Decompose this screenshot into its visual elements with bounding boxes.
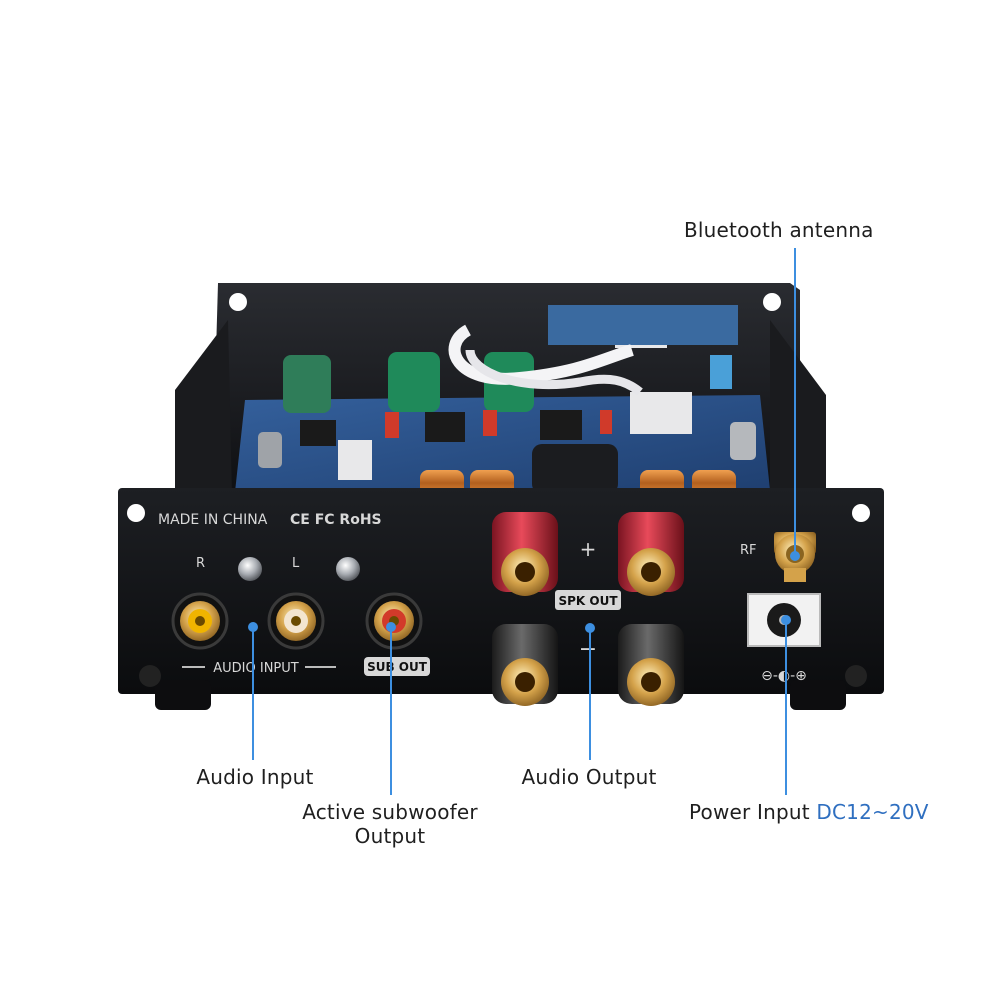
ic-chip — [300, 420, 336, 446]
electrolytic-cap — [730, 422, 756, 460]
left-side-wall — [175, 320, 232, 500]
rca-sub-out[interactable] — [365, 592, 423, 650]
mount-hole — [852, 504, 870, 522]
audio-input-print: AUDIO INPUT — [213, 661, 299, 676]
callout-dot — [248, 622, 258, 632]
subwoofer-label-line2: Output — [354, 824, 426, 848]
ic-chip — [425, 412, 465, 442]
minus-print: − — [579, 637, 597, 662]
connector — [630, 392, 692, 434]
speaker-terminal-left-negative[interactable] — [492, 624, 558, 706]
rca-input-left[interactable] — [267, 592, 325, 650]
electrolytic-cap — [258, 432, 282, 468]
made-in-china-print: MADE IN CHINA — [158, 512, 268, 528]
certification-print: CE FC RoHS — [290, 512, 382, 528]
sub-out-print: SUB OUT — [367, 660, 428, 674]
panel-screw — [845, 665, 867, 687]
speaker-terminal-right-positive[interactable] — [618, 512, 684, 596]
channel-r-print: R — [196, 556, 205, 571]
mount-hole — [127, 504, 145, 522]
module-part — [710, 355, 732, 389]
rca-input-right[interactable] — [171, 592, 229, 650]
circuit-board — [235, 305, 770, 496]
spk-out-badge — [555, 590, 621, 610]
front-panel: MADE IN CHINA CE FC RoHS R L AUDIO I — [118, 488, 884, 710]
panel-screw — [336, 557, 360, 581]
trimmer — [483, 410, 497, 436]
sub-out-badge — [364, 657, 430, 676]
right-side-wall — [770, 320, 826, 500]
trimmer — [600, 410, 612, 434]
panel-screw — [139, 665, 161, 687]
rf-print: RF — [740, 543, 757, 558]
ic-chip — [540, 410, 582, 440]
rubber-foot — [790, 680, 846, 710]
panel-screw — [238, 557, 262, 581]
callout-dot — [790, 551, 800, 561]
audio-input-label: Audio Input — [196, 765, 314, 789]
connector — [338, 440, 372, 480]
audio-output-label: Audio Output — [521, 765, 657, 789]
main-capacitor — [532, 444, 618, 494]
channel-l-print: L — [292, 556, 300, 571]
plus-print: + — [580, 537, 597, 561]
callout-lines — [248, 248, 800, 795]
power-input-label: Power Input DC12~20V — [689, 800, 929, 824]
callout-dot — [781, 615, 791, 625]
polarity-symbol: ⊖-◐-⊕ — [761, 668, 807, 684]
speaker-terminal-right-negative[interactable] — [618, 624, 684, 706]
mount-hole — [229, 293, 247, 311]
callout-dot — [585, 623, 595, 633]
bluetooth-module — [548, 305, 738, 345]
subwoofer-label-line1: Active subwoofer — [302, 800, 478, 824]
power-spec-text: DC12~20V — [816, 800, 929, 824]
spk-out-print: SPK OUT — [558, 594, 618, 608]
capacitor — [283, 355, 331, 413]
power-input-text: Power Input — [689, 800, 810, 824]
bluetooth-antenna-label: Bluetooth antenna — [684, 218, 874, 242]
mount-hole — [763, 293, 781, 311]
capacitor — [388, 352, 440, 412]
speaker-terminal-left-positive[interactable] — [492, 512, 558, 596]
callout-dot — [386, 622, 396, 632]
rubber-foot — [155, 680, 211, 710]
trimmer — [385, 412, 399, 438]
ribbon-cable — [465, 349, 643, 396]
